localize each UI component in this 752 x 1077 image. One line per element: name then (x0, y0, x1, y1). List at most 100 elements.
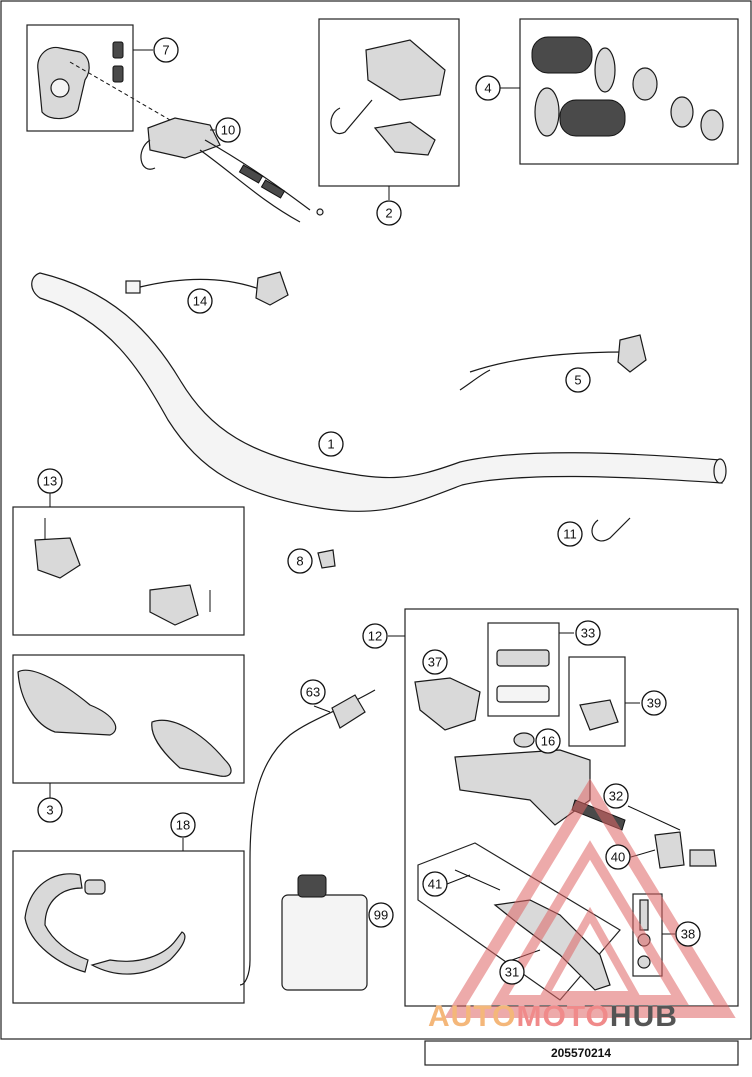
callout-circle-31 (499, 959, 525, 985)
callout-circle-32 (603, 783, 629, 809)
throttle-assembly (147, 117, 221, 159)
callout-circle-10 (215, 117, 241, 143)
grip-ring-a (632, 67, 658, 101)
nut-38 (637, 955, 651, 969)
callout-circle-11 (557, 521, 583, 547)
wire-14 (139, 278, 263, 291)
piston-40 (654, 831, 685, 869)
clamp-13b (149, 584, 199, 626)
switch-5 (617, 334, 647, 373)
callout-circle-41 (422, 871, 448, 897)
callout-label-63: 63 (306, 685, 320, 700)
clip-8 (317, 549, 336, 569)
throttle-cable-a (204, 139, 311, 211)
callout-circle-37 (422, 649, 448, 675)
handguard-left (17, 669, 117, 736)
reservoir-gasket-33 (496, 685, 550, 703)
callout-label-99: 99 (374, 908, 388, 923)
callout-label-1: 1 (327, 437, 334, 452)
callout-label-38: 38 (681, 927, 695, 942)
callout-label-41: 41 (428, 877, 442, 892)
callout-label-12: 12 (368, 629, 382, 644)
callout-label-11: 11 (563, 527, 577, 542)
watermark-triangle-mid (491, 840, 689, 1005)
bolt-38 (639, 899, 649, 931)
callout-label-31: 31 (505, 965, 519, 980)
callout-label-8: 8 (296, 554, 303, 569)
callout-circle-8 (287, 548, 313, 574)
callout-label-40: 40 (611, 850, 625, 865)
watermark-triangle-inner (538, 906, 642, 999)
callout-label-10: 10 (221, 123, 235, 138)
bracket-18a (24, 873, 89, 973)
callout-circle-40 (605, 844, 631, 870)
watermark-hub: HUB (610, 1000, 678, 1033)
callout-label-3: 3 (46, 803, 53, 818)
callout-label-32: 32 (609, 789, 623, 804)
doc-number: 205570214 (551, 1046, 611, 1060)
watermark-auto: AUTO (428, 1000, 516, 1033)
box-part-13 (12, 506, 245, 636)
throttle-housing-cover (365, 39, 446, 101)
callout-circle-39 (641, 690, 667, 716)
callout-circle-63 (300, 679, 326, 705)
handguard-right (151, 719, 232, 777)
callout-circle-13 (37, 468, 63, 494)
box-part-2 (318, 18, 460, 187)
grip-right-flange (534, 87, 560, 137)
callout-label-5: 5 (574, 373, 581, 388)
doc-number-box (424, 1040, 739, 1066)
fluid-bottle-cap (297, 874, 327, 898)
pin-41 (454, 869, 501, 891)
watermark-text: AUTOMOTOHUB (428, 1000, 678, 1033)
callout-label-14: 14 (193, 294, 207, 309)
callout-label-2: 2 (385, 206, 392, 221)
wire-5-lead (459, 369, 491, 391)
brake-hose (239, 689, 376, 986)
callout-circle-12 (362, 623, 388, 649)
grip-left (531, 36, 593, 74)
callout-label-7: 7 (162, 43, 169, 58)
fluid-bottle (281, 894, 368, 991)
connector-14 (125, 280, 141, 294)
callout-label-37: 37 (428, 655, 442, 670)
callout-circle-2 (376, 200, 402, 226)
hose-fitting (331, 694, 366, 729)
callout-label-33: 33 (581, 626, 595, 641)
box-part-18 (12, 850, 245, 1004)
grip-ring-b (670, 96, 694, 128)
callout-circle-99 (368, 902, 394, 928)
box-part-7 (26, 24, 134, 132)
switch-14 (255, 271, 289, 306)
screw-7b (112, 65, 124, 83)
callout-label-13: 13 (43, 474, 57, 489)
callout-circle-7 (153, 37, 179, 63)
handlebar (31, 272, 723, 513)
reservoir-cap-33 (496, 649, 550, 667)
box-part-4 (519, 18, 739, 165)
cable-adjuster-b (260, 179, 286, 199)
grip-right (559, 99, 626, 137)
callout-label-18: 18 (176, 818, 190, 833)
bracket-18b (90, 931, 186, 975)
callout-label-4: 4 (484, 81, 491, 96)
cable-end (316, 208, 324, 216)
callout-circle-18 (170, 812, 196, 838)
assembly-dash-line (69, 61, 171, 121)
callout-circle-4 (475, 75, 501, 101)
leader-41 (446, 874, 471, 885)
grip-ring-c (700, 109, 724, 141)
callout-circle-33 (575, 620, 601, 646)
callout-circle-3 (37, 797, 63, 823)
throttle-loop (140, 139, 156, 170)
callout-circle-1 (318, 431, 344, 457)
cable-adjuster-a (238, 164, 264, 184)
box-part-33 (487, 622, 560, 717)
callout-circle-38 (675, 921, 701, 947)
callout-label-16: 16 (541, 734, 555, 749)
cable-tie-11 (591, 517, 631, 542)
grip-left-flange (594, 47, 616, 93)
reservoir-cover-37 (414, 677, 481, 731)
clamp-13a (34, 537, 81, 579)
